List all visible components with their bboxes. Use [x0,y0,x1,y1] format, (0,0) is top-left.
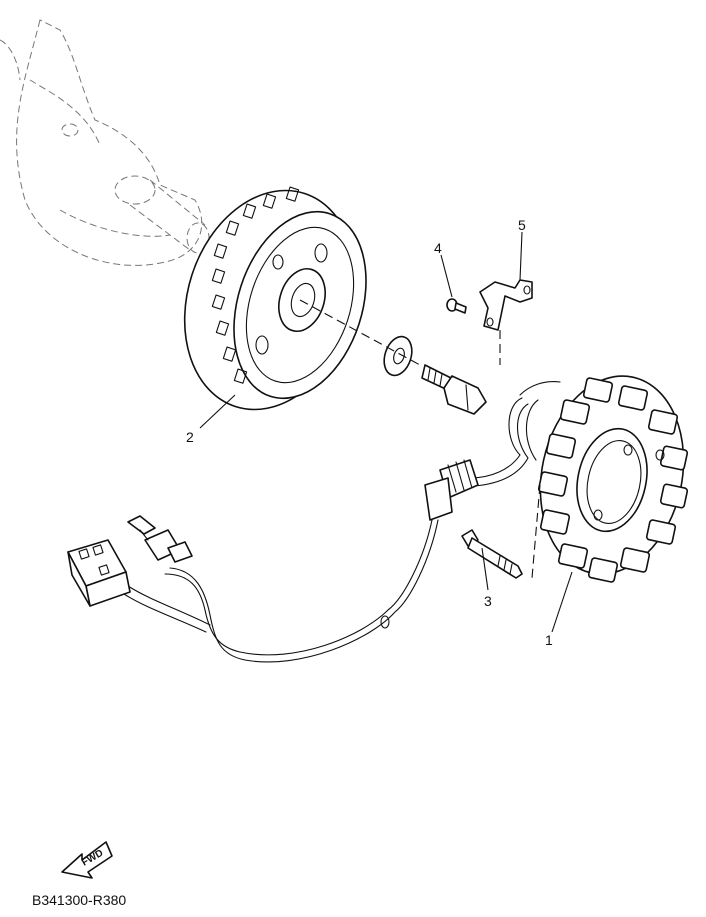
stator-mount-line [531,484,541,579]
screw [446,298,467,314]
fwd-direction-badge: FWD [61,841,113,879]
stator-assembly [519,375,689,583]
callout-1: 1 [545,632,553,648]
rotor-magnet-windows [211,186,300,384]
callout-3: 3 [484,593,492,609]
stator-bolt [461,529,523,579]
main-connector [67,539,131,607]
assembly-axis-line [299,299,421,366]
diagram-code: B341300-R380 [32,892,126,908]
crankshaft-ghost [0,19,210,266]
stator-coil-teeth [537,377,689,583]
leader-4 [440,254,453,298]
leader-1 [551,571,573,633]
callout-4: 4 [434,240,442,256]
leader-5 [519,231,523,281]
flywheel-bolt [421,364,487,415]
fwd-arrow-icon [61,841,113,879]
washer [383,335,413,377]
flywheel-rotor [183,186,367,411]
leader-3 [481,547,489,591]
small-connector [127,515,193,563]
lead-clamp-bracket [479,279,533,331]
leader-2 [199,394,236,429]
wire-harness [123,397,539,663]
callout-2: 2 [186,429,194,445]
callout-5: 5 [518,217,526,233]
